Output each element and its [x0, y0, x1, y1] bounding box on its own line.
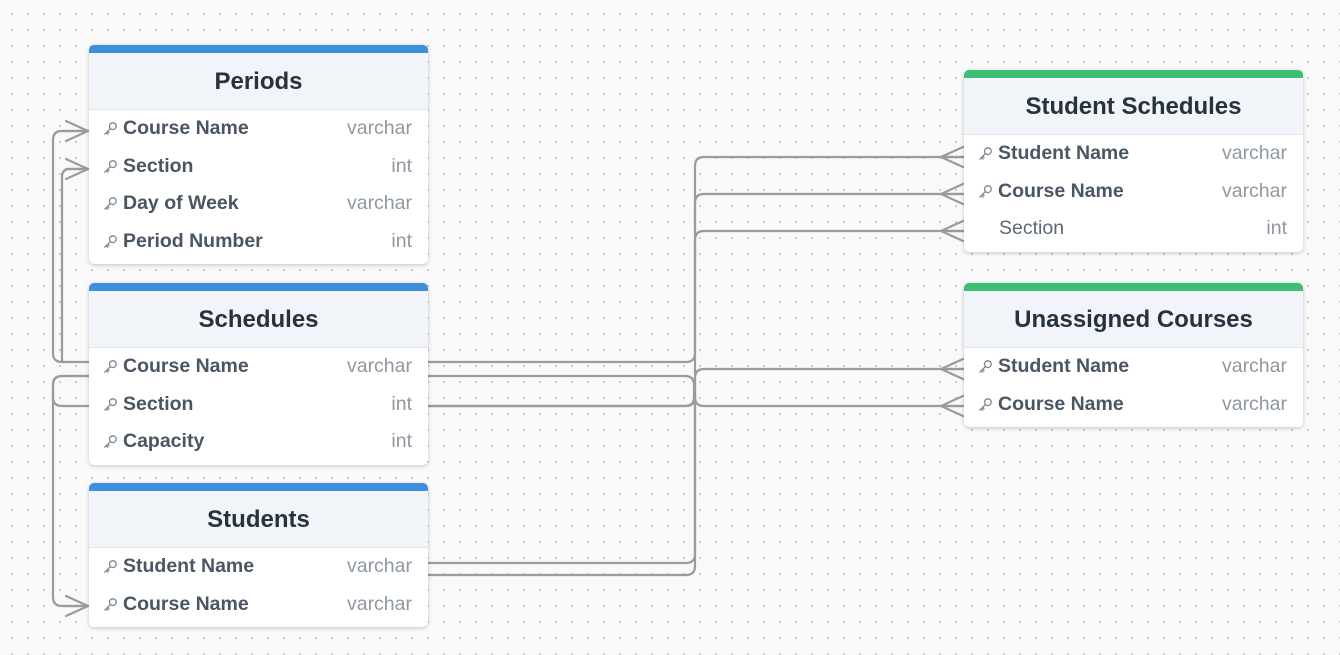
link-schedules-course-students-course[interactable] — [51, 374, 92, 608]
crows-foot-students-course — [64, 594, 90, 618]
column-row-course-name[interactable]: Course Name varchar — [964, 386, 1303, 424]
column-type: varchar — [346, 592, 412, 615]
column-row-student-name[interactable]: Student Name varchar — [964, 348, 1303, 386]
column-row-period-number[interactable]: Period Number int — [89, 223, 428, 261]
column-row-course-name[interactable]: Course Name varchar — [89, 348, 428, 386]
column-name: Student Name — [123, 555, 255, 577]
crows-foot-student-schedules-name — [939, 145, 965, 169]
column-name: Period Number — [123, 229, 263, 252]
link-periods-section-lower[interactable] — [60, 167, 90, 364]
key-icon — [103, 423, 119, 461]
table-color-bar — [89, 283, 428, 291]
key-icon — [103, 110, 119, 148]
table-title[interactable]: Students — [89, 491, 428, 548]
crows-foot-unassigned-name — [939, 357, 965, 381]
table-title[interactable]: Student Schedules — [964, 78, 1303, 135]
column-row-course-name[interactable]: Course Name varchar — [89, 110, 428, 148]
table-color-bar — [89, 45, 428, 53]
column-name: Course Name — [998, 392, 1124, 415]
key-icon — [103, 386, 119, 424]
column-row-section[interactable]: Section int — [89, 386, 428, 424]
column-name: Day of Week — [123, 192, 239, 214]
column-type: varchar — [346, 117, 412, 139]
key-icon — [103, 348, 119, 386]
table-title[interactable]: Unassigned Courses — [964, 291, 1303, 348]
column-name: Course Name — [123, 355, 249, 377]
key-icon — [103, 185, 119, 223]
link-schedules-unassigned-course[interactable] — [426, 395, 965, 408]
column-name: Course Name — [123, 117, 249, 139]
column-name: Course Name — [998, 179, 1124, 202]
column-name: Student Name — [998, 142, 1130, 164]
column-row-section[interactable]: Section int — [89, 148, 428, 186]
column-name: Course Name — [123, 592, 249, 615]
column-name: Section — [123, 154, 194, 177]
key-icon — [103, 548, 119, 586]
column-type: int — [391, 229, 412, 252]
column-row-student-name[interactable]: Student Name varchar — [89, 548, 428, 586]
column-type: int — [1266, 217, 1287, 239]
column-type: varchar — [1221, 142, 1287, 164]
crows-foot-student-schedules-course — [939, 182, 965, 206]
crows-foot-student-schedules-section — [939, 219, 965, 243]
column-row-section[interactable]: Section int — [964, 210, 1303, 248]
column-name: Section — [123, 392, 194, 415]
crows-foot-periods-course — [64, 119, 90, 143]
column-type: varchar — [346, 355, 412, 377]
column-name: Student Name — [998, 355, 1130, 377]
table-title[interactable]: Schedules — [89, 291, 428, 348]
column-row-day-of-week[interactable]: Day of Week varchar — [89, 185, 428, 223]
key-icon — [978, 135, 994, 173]
table-footer-padding — [89, 461, 428, 465]
table-footer-padding — [964, 423, 1303, 427]
column-type: int — [391, 430, 412, 452]
table-title[interactable]: Periods — [89, 53, 428, 110]
column-name: Section — [999, 217, 1065, 239]
link-to-student-schedules-course[interactable] — [693, 192, 965, 232]
column-type: varchar — [1221, 355, 1287, 377]
crows-foot-periods-section — [64, 157, 90, 181]
key-icon — [103, 148, 119, 186]
column-row-course-name[interactable]: Course Name varchar — [964, 173, 1303, 211]
table-footer-padding — [89, 260, 428, 264]
column-name: Capacity — [123, 430, 205, 452]
column-type: varchar — [346, 192, 412, 214]
table-footer-padding — [89, 623, 428, 627]
key-icon — [978, 348, 994, 386]
column-type: varchar — [1221, 179, 1287, 202]
key-icon — [103, 586, 119, 624]
link-schedules-course-periods-course[interactable] — [51, 129, 92, 364]
table-color-bar — [89, 483, 428, 491]
table-color-bar — [964, 70, 1303, 78]
link-students-unassigned[interactable] — [426, 367, 965, 577]
key-icon — [978, 386, 994, 424]
column-type: int — [391, 154, 412, 177]
link-to-student-schedules-section[interactable] — [693, 229, 965, 262]
table-color-bar — [964, 283, 1303, 291]
key-icon — [978, 173, 994, 211]
column-type: varchar — [1221, 392, 1287, 415]
column-type: int — [391, 392, 412, 415]
column-row-capacity[interactable]: Capacity int — [89, 423, 428, 461]
column-type: varchar — [346, 555, 412, 577]
column-row-student-name[interactable]: Student Name varchar — [964, 135, 1303, 173]
column-row-course-name[interactable]: Course Name varchar — [89, 586, 428, 624]
crows-foot-unassigned-course — [939, 394, 965, 418]
table-footer-padding — [964, 248, 1303, 252]
key-icon — [103, 223, 119, 261]
